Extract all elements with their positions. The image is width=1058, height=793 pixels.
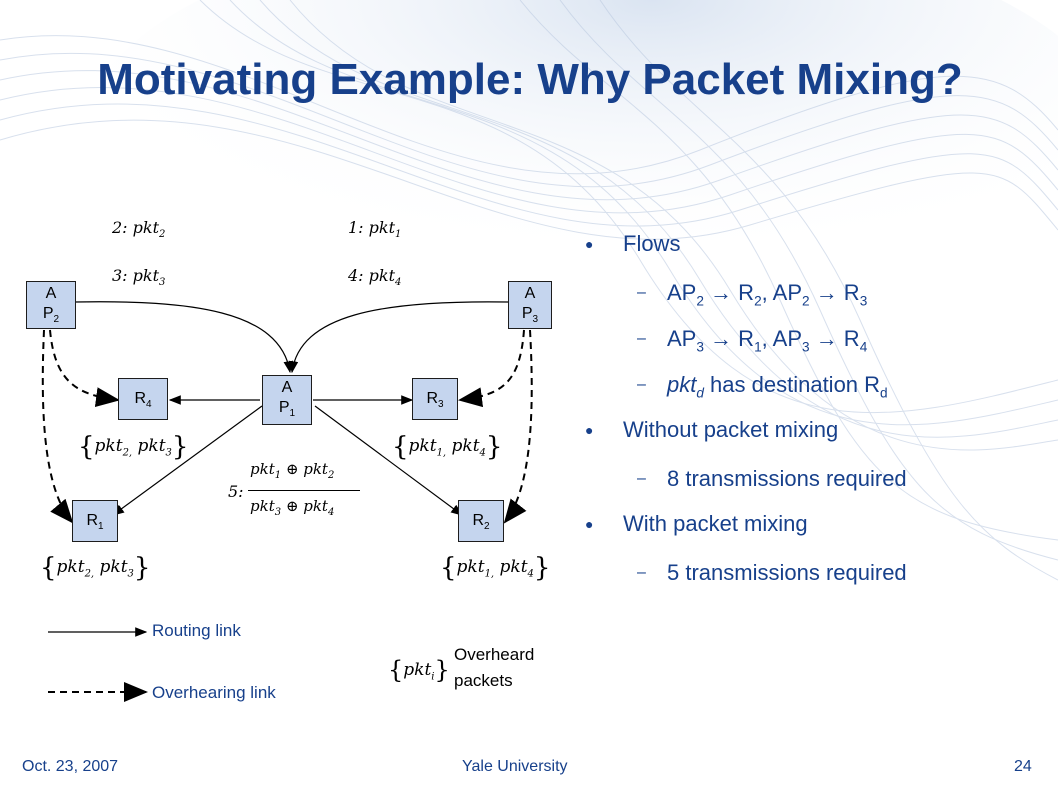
legend-routing-label: Routing link bbox=[152, 621, 241, 640]
node-r3: R3 bbox=[412, 378, 458, 420]
bullet-destination: –pktd has destination Rd bbox=[637, 372, 888, 401]
overhearing-link-ap3-r3 bbox=[458, 329, 525, 408]
node-r4: R4 bbox=[118, 378, 168, 420]
legend-overhearing-label: Overhearing link bbox=[152, 683, 276, 702]
transmission-label-4: 4: pkt4 bbox=[348, 266, 402, 289]
routing-link-ap3-ap1 bbox=[288, 301, 509, 374]
packet-set-r4: {pkt2, pkt3} bbox=[78, 432, 189, 462]
transmission-label-2: 2: pkt2 bbox=[112, 218, 166, 241]
bullet-with-mixing: ●With packet mixing bbox=[585, 511, 808, 536]
bullet-with-count: –5 transmissions required bbox=[637, 560, 907, 585]
fraction-bar bbox=[248, 490, 360, 491]
transmission-label-1: 1: pkt1 bbox=[348, 218, 402, 241]
footer-organization: Yale University bbox=[462, 758, 568, 775]
bullet-flows: ●Flows bbox=[585, 231, 681, 256]
node-r1: R1 bbox=[72, 500, 118, 542]
routing-link-ap1-r1 bbox=[112, 405, 263, 516]
packet-set-r3: {pkt1, pkt4} bbox=[392, 432, 503, 462]
bullet-without-count: –8 transmissions required bbox=[637, 466, 907, 491]
overhearing-link-ap2-r4 bbox=[49, 329, 120, 408]
footer-date: Oct. 23, 2007 bbox=[22, 758, 119, 775]
packet-set-r2: {pkt1, pkt4} bbox=[440, 553, 551, 583]
routing-link-ap1-r2 bbox=[314, 405, 463, 516]
overhearing-link-ap3-r2 bbox=[503, 329, 533, 524]
overhearing-link-ap2-r1 bbox=[41, 329, 74, 524]
slide-title: Motivating Example: Why Packet Mixing? bbox=[97, 55, 963, 104]
transmission-label-5-prefix: 5: bbox=[228, 482, 244, 501]
bullet-flow-ap3: –AP3 → R1, AP3 → R4 bbox=[637, 326, 868, 355]
page-number: 24 bbox=[1014, 758, 1032, 775]
packet-set-r1: {pkt2, pkt3} bbox=[40, 553, 151, 583]
legend-overheard-label: Overheard packets bbox=[454, 645, 535, 690]
bullet-list: ●Flows –AP2 → R2, AP2 → R3 –AP3 → R1, AP… bbox=[585, 222, 1045, 596]
bullet-flow-ap2: –AP2 → R2, AP2 → R3 bbox=[637, 280, 868, 309]
transmission-label-5-top: pkt1 ⊕ pkt2 bbox=[250, 460, 335, 481]
node-r2: R2 bbox=[458, 500, 504, 542]
legend-overheard-symbol: {pkti} bbox=[388, 656, 450, 684]
bullet-without-mixing: ●Without packet mixing bbox=[585, 417, 839, 442]
routing-link-ap2-ap1 bbox=[74, 301, 294, 374]
transmission-label-5-bottom: pkt3 ⊕ pkt4 bbox=[250, 497, 335, 518]
transmission-label-3: 3: pkt3 bbox=[112, 266, 166, 289]
